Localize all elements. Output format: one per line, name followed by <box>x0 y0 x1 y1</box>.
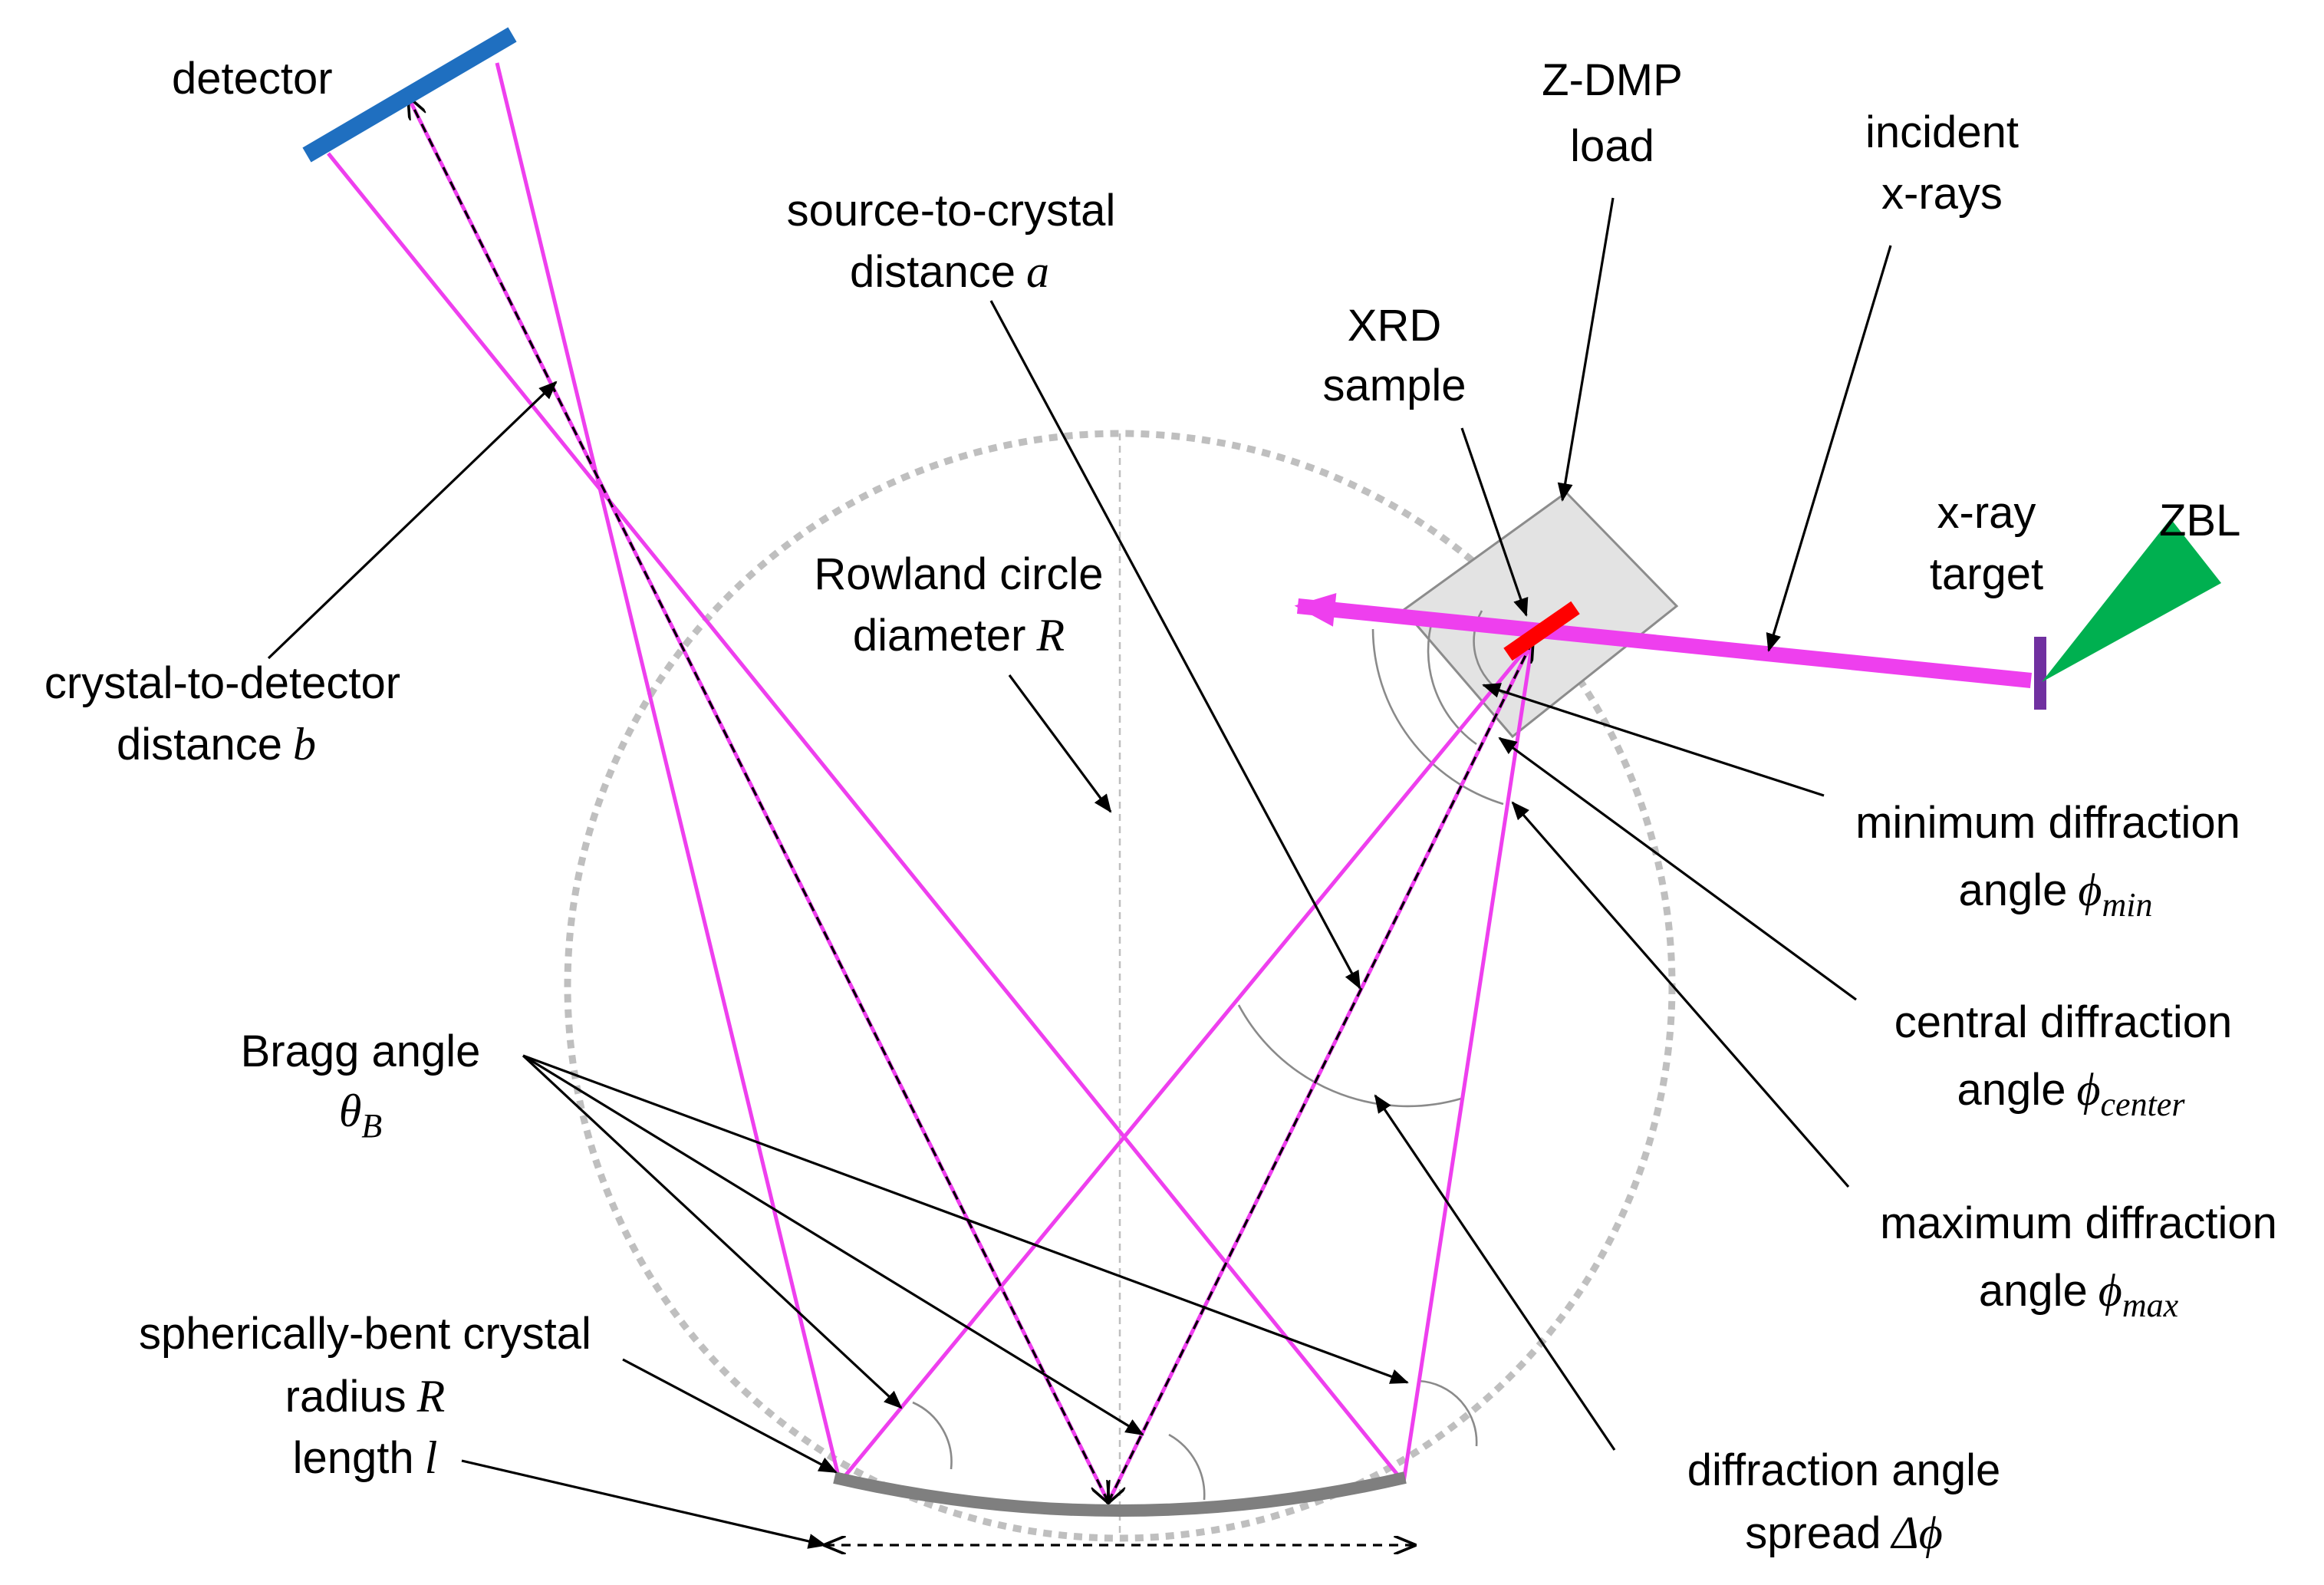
incident-label: incident <box>1865 107 2019 157</box>
incident-leader <box>1766 245 1892 652</box>
xrd-sample-leader <box>1460 427 1529 617</box>
bragg-arc-right <box>1418 1379 1478 1447</box>
phi-center-label: central diffraction <box>1894 997 2233 1047</box>
bragg-arc-center <box>1168 1433 1206 1501</box>
spread-arc <box>1237 1004 1462 1108</box>
bragg-arc-left <box>912 1401 953 1470</box>
zdmp-leader <box>1557 197 1615 502</box>
rowland-leader <box>1008 674 1112 813</box>
bragg-angle-label: Bragg angle <box>241 1026 481 1076</box>
crystal-to-detector-distance-arrow <box>409 98 1108 1502</box>
bragg-leader-2 <box>522 1054 1144 1436</box>
zdmp-label: Z-DMP <box>1542 55 1683 105</box>
xray-target-label-2: target <box>1930 549 2043 599</box>
bragg-leader-1 <box>522 1054 903 1409</box>
phi-max-leader <box>1511 801 1850 1188</box>
incident-label-2: x-rays <box>1881 169 2003 219</box>
bragg-leader-3 <box>522 1054 1409 1384</box>
crystal-detector-leader <box>267 381 558 660</box>
zdmp-label-2: load <box>1570 121 1654 171</box>
crystal-detector-label: crystal-to-detector <box>44 658 400 708</box>
ray-sample-crystal-left <box>838 640 1534 1484</box>
bragg-angle-symbol: θB <box>339 1086 382 1145</box>
crystal-label: spherically-bent crystal <box>139 1309 591 1359</box>
phi-min-leader <box>1482 683 1825 797</box>
phi-center-leader <box>1498 736 1857 1001</box>
spread-leader <box>1374 1094 1616 1451</box>
zbl-beam <box>2042 519 2221 682</box>
spherically-bent-crystal <box>833 1471 1407 1517</box>
xrd-sample-label-2: sample <box>1323 361 1466 410</box>
phi-min-label: minimum diffraction <box>1855 798 2240 848</box>
source-distance-label: source-to-crystal <box>787 186 1116 236</box>
leader-lines <box>267 197 1892 1549</box>
xrd-sample <box>1503 601 1580 661</box>
ray-crystal-right-detector <box>327 152 1405 1484</box>
incident-xray-beam <box>1294 592 2033 688</box>
detector-label: detector <box>172 54 333 104</box>
ray-sample-crystal-right <box>1401 641 1535 1483</box>
phi-max-label: maximum diffraction <box>1880 1198 2277 1248</box>
spread-label: diffraction angle <box>1687 1445 2000 1495</box>
zbl-label: ZBL <box>2159 496 2240 545</box>
xray-target-label: x-ray <box>1937 488 2036 538</box>
rowland-label: Rowland circle <box>814 549 1103 599</box>
detector-plate <box>302 27 517 163</box>
length-leader <box>461 1459 827 1549</box>
ray-crystal-left-detector <box>495 62 842 1483</box>
crystal-leader <box>622 1358 838 1474</box>
source-distance-leader <box>989 300 1361 990</box>
xrd-sample-label: XRD <box>1348 301 1441 351</box>
